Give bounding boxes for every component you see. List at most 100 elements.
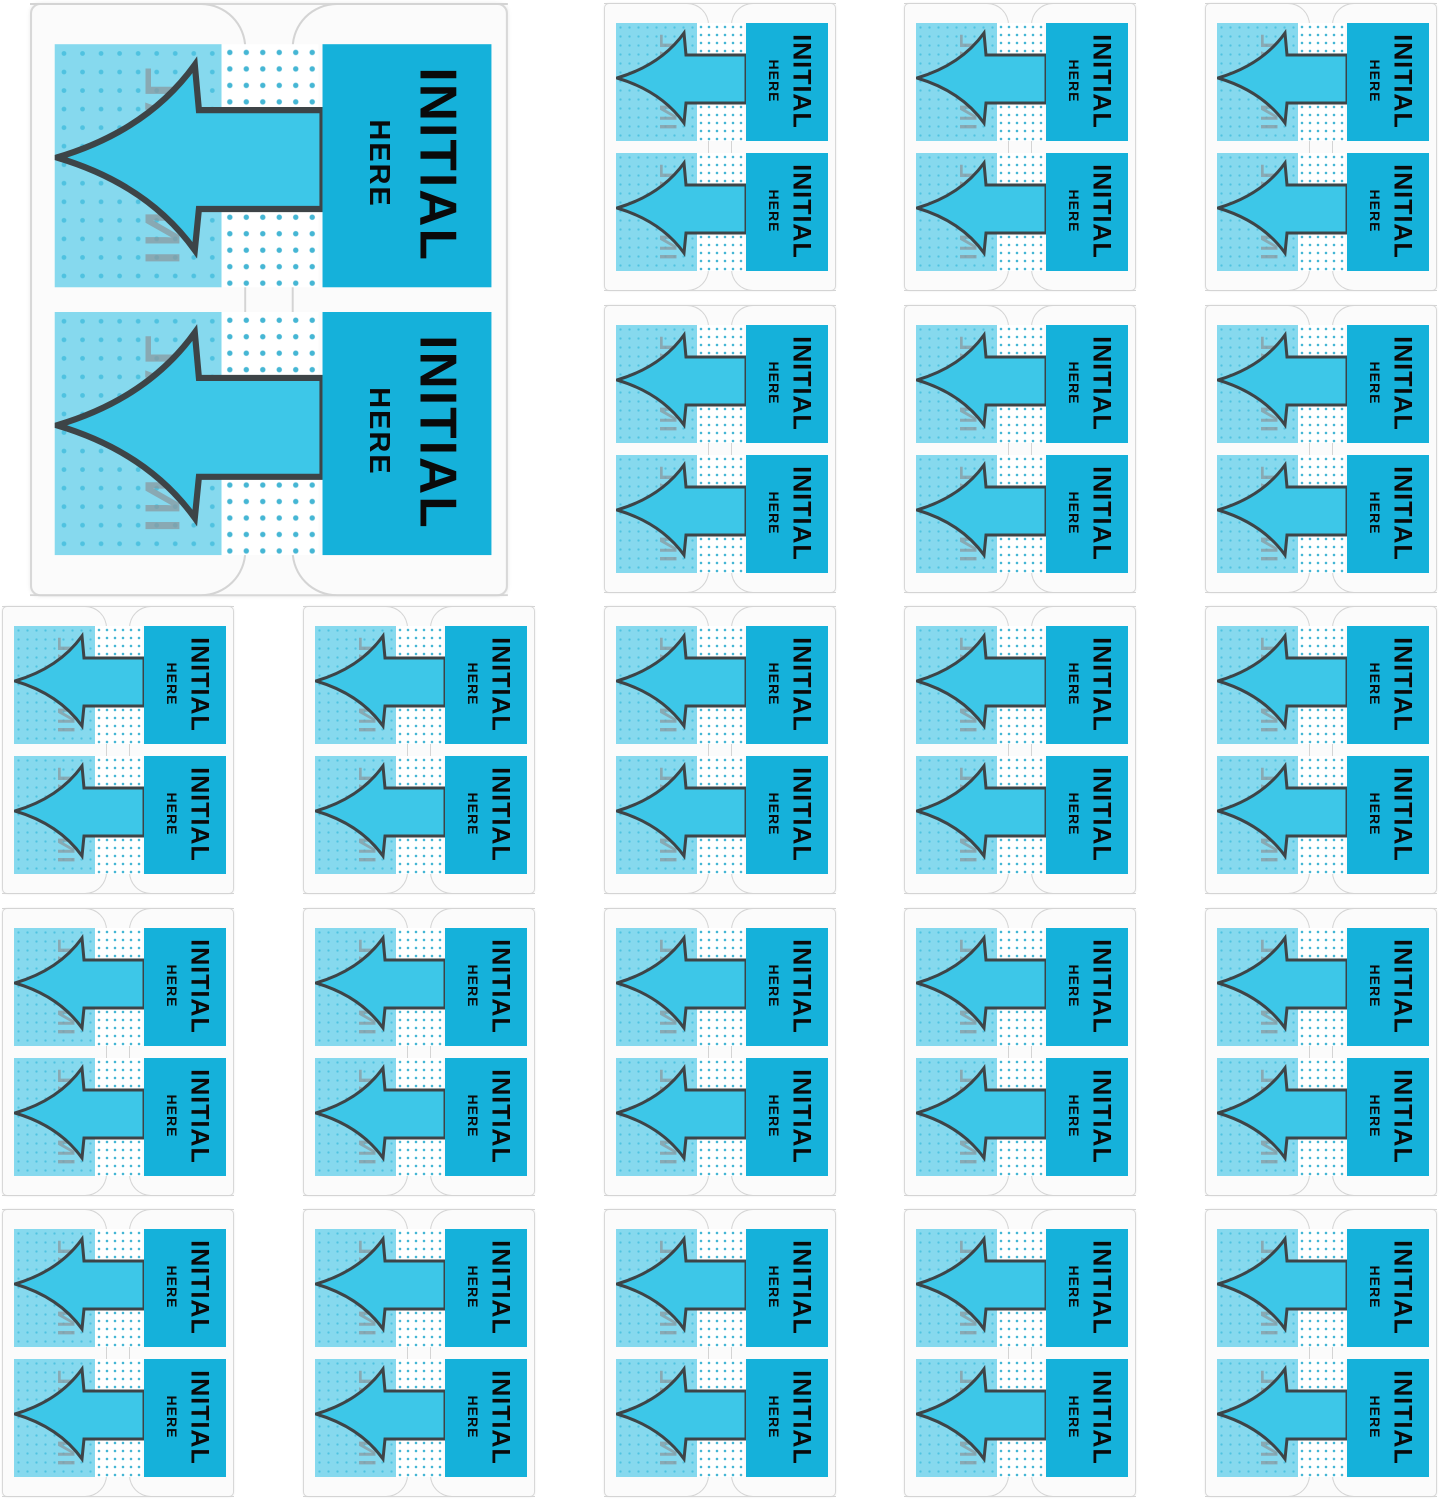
- flag-label-here: HERE: [766, 361, 782, 405]
- flag-label-here: HERE: [766, 491, 782, 535]
- sign-here-flag[interactable]: INITIAL INITIAL HERE: [616, 756, 828, 874]
- flag-label-card: INITIAL HERE: [445, 1058, 527, 1176]
- sign-here-flag[interactable]: INITIAL INITIAL HERE: [315, 1359, 527, 1477]
- sign-here-flag[interactable]: INITIAL INITIAL HERE: [54, 44, 492, 288]
- sign-here-flag[interactable]: INITIAL INITIAL HERE: [1217, 928, 1429, 1046]
- sign-here-flag[interactable]: INITIAL INITIAL HERE: [315, 1058, 527, 1176]
- sign-here-flag[interactable]: INITIAL INITIAL HERE: [1217, 1229, 1429, 1347]
- sign-here-flag[interactable]: INITIAL INITIAL HERE: [1217, 756, 1429, 874]
- sign-here-flag[interactable]: INITIAL INITIAL HERE: [1217, 23, 1429, 141]
- sign-here-flag[interactable]: INITIAL INITIAL HERE: [616, 928, 828, 1046]
- sign-here-flag[interactable]: INITIAL INITIAL HERE: [315, 928, 527, 1046]
- flag-label-card: INITIAL HERE: [1046, 928, 1128, 1046]
- flag-label-initial: INITIAL: [486, 939, 515, 1034]
- sign-here-flag[interactable]: INITIAL INITIAL HERE: [916, 928, 1128, 1046]
- sign-here-flag[interactable]: INITIAL INITIAL HERE: [616, 153, 828, 271]
- arrow-left-icon: [1217, 1364, 1347, 1464]
- arrow-left-icon: [1217, 330, 1347, 430]
- sign-here-flag[interactable]: INITIAL INITIAL HERE: [916, 1359, 1128, 1477]
- sign-here-flag[interactable]: INITIAL INITIAL HERE: [1217, 626, 1429, 744]
- arrow-left-icon: [1217, 631, 1347, 731]
- sign-here-flag[interactable]: INITIAL INITIAL HERE: [1217, 1359, 1429, 1477]
- sign-here-flag[interactable]: INITIAL INITIAL HERE: [616, 455, 828, 573]
- dispenser-left-hinge: [904, 305, 1009, 593]
- sign-here-flag[interactable]: INITIAL INITIAL HERE: [315, 756, 527, 874]
- sign-here-flag[interactable]: INITIAL INITIAL HERE: [14, 1359, 226, 1477]
- dispenser-right-hinge: [430, 1209, 535, 1497]
- flag-label-here: HERE: [766, 1094, 782, 1138]
- dispenser-left-hinge: [2, 606, 107, 894]
- sign-here-flag[interactable]: INITIAL INITIAL HERE: [916, 455, 1128, 573]
- sign-here-flag[interactable]: INITIAL INITIAL HERE: [1217, 325, 1429, 443]
- sign-here-flag[interactable]: INITIAL INITIAL HERE: [616, 1058, 828, 1176]
- arrow-left-icon: [616, 28, 746, 128]
- sign-here-flag[interactable]: INITIAL INITIAL HERE: [916, 325, 1128, 443]
- flag-label-initial: INITIAL: [1388, 164, 1417, 259]
- sign-here-flag[interactable]: INITIAL INITIAL HERE: [315, 1229, 527, 1347]
- sign-here-flag[interactable]: INITIAL INITIAL HERE: [1217, 153, 1429, 271]
- flag-label-here: HERE: [1066, 964, 1082, 1008]
- flag-label-here: HERE: [465, 964, 481, 1008]
- flag-label-here: HERE: [164, 792, 180, 836]
- arrow-left-icon: [916, 330, 1046, 430]
- flag-label-card: INITIAL HERE: [746, 756, 828, 874]
- arrow-left-icon: [616, 1234, 746, 1334]
- sign-here-flag[interactable]: INITIAL INITIAL HERE: [315, 626, 527, 744]
- dispenser-right-hinge: [1332, 1209, 1437, 1497]
- sign-here-flag[interactable]: INITIAL INITIAL HERE: [616, 1359, 828, 1477]
- sign-here-flag[interactable]: INITIAL INITIAL HERE: [916, 626, 1128, 744]
- flag-label-here: HERE: [465, 662, 481, 706]
- sign-here-flag[interactable]: INITIAL INITIAL HERE: [916, 1229, 1128, 1347]
- flag-label-here: HERE: [766, 662, 782, 706]
- sign-here-flag[interactable]: INITIAL INITIAL HERE: [616, 626, 828, 744]
- arrow-left-icon: [1217, 1234, 1347, 1334]
- sign-here-flag[interactable]: INITIAL INITIAL HERE: [14, 1229, 226, 1347]
- dispenser-right-hinge: [129, 908, 234, 1196]
- flag-label-initial: INITIAL: [486, 1370, 515, 1465]
- sign-here-flag[interactable]: INITIAL INITIAL HERE: [54, 312, 492, 556]
- sign-here-flag[interactable]: INITIAL INITIAL HERE: [14, 626, 226, 744]
- flag-label-card: INITIAL HERE: [1347, 325, 1429, 443]
- flag-label-here: HERE: [1066, 1094, 1082, 1138]
- flag-pack: INITIAL INITIAL HERE INITIAL INITIAL HER…: [303, 908, 535, 1196]
- flag-label-initial: INITIAL: [787, 767, 816, 862]
- sign-here-flag[interactable]: INITIAL INITIAL HERE: [14, 1058, 226, 1176]
- sign-here-flag[interactable]: INITIAL INITIAL HERE: [916, 153, 1128, 271]
- sign-here-flag[interactable]: INITIAL INITIAL HERE: [1217, 455, 1429, 573]
- flag-label-initial: INITIAL: [185, 1069, 214, 1164]
- flag-label-here: HERE: [465, 1265, 481, 1309]
- arrow-left-icon: [315, 761, 445, 861]
- flag-label-initial: INITIAL: [1087, 1069, 1116, 1164]
- flag-label-here: HERE: [1066, 361, 1082, 405]
- arrow-left-icon: [1217, 933, 1347, 1033]
- arrow-left-icon: [1217, 761, 1347, 861]
- flag-label-card: INITIAL HERE: [1347, 153, 1429, 271]
- flag-label-initial: INITIAL: [1087, 164, 1116, 259]
- flag-pack: INITIAL INITIAL HERE INITIAL INITIAL HER…: [1205, 606, 1437, 894]
- arrow-left-icon: [315, 1364, 445, 1464]
- arrow-left-icon: [54, 324, 323, 527]
- dispenser-left-hinge: [604, 606, 709, 894]
- flag-label-card: INITIAL HERE: [144, 1359, 226, 1477]
- flag-label-here: HERE: [465, 1395, 481, 1439]
- sign-here-flag[interactable]: INITIAL INITIAL HERE: [616, 1229, 828, 1347]
- arrow-left-icon: [14, 761, 144, 861]
- flag-label-card: INITIAL HERE: [746, 153, 828, 271]
- sign-here-flag[interactable]: INITIAL INITIAL HERE: [616, 325, 828, 443]
- flag-label-initial: INITIAL: [185, 1370, 214, 1465]
- flag-label-here: HERE: [766, 964, 782, 1008]
- sign-here-flag[interactable]: INITIAL INITIAL HERE: [916, 23, 1128, 141]
- flag-pack: INITIAL INITIAL HERE INITIAL INITIAL HER…: [604, 908, 836, 1196]
- dispenser-left-hinge: [1205, 1209, 1310, 1497]
- sign-here-flag[interactable]: INITIAL INITIAL HERE: [14, 756, 226, 874]
- arrow-left-icon: [916, 761, 1046, 861]
- sign-here-flag[interactable]: INITIAL INITIAL HERE: [1217, 1058, 1429, 1176]
- flag-label-initial: INITIAL: [185, 1240, 214, 1335]
- dispenser-left-hinge: [303, 1209, 408, 1497]
- flag-pack: INITIAL INITIAL HERE INITIAL INITIAL HER…: [604, 3, 836, 291]
- sign-here-flag[interactable]: INITIAL INITIAL HERE: [916, 756, 1128, 874]
- arrow-left-icon: [14, 1234, 144, 1334]
- sign-here-flag[interactable]: INITIAL INITIAL HERE: [616, 23, 828, 141]
- sign-here-flag[interactable]: INITIAL INITIAL HERE: [14, 928, 226, 1046]
- sign-here-flag[interactable]: INITIAL INITIAL HERE: [916, 1058, 1128, 1176]
